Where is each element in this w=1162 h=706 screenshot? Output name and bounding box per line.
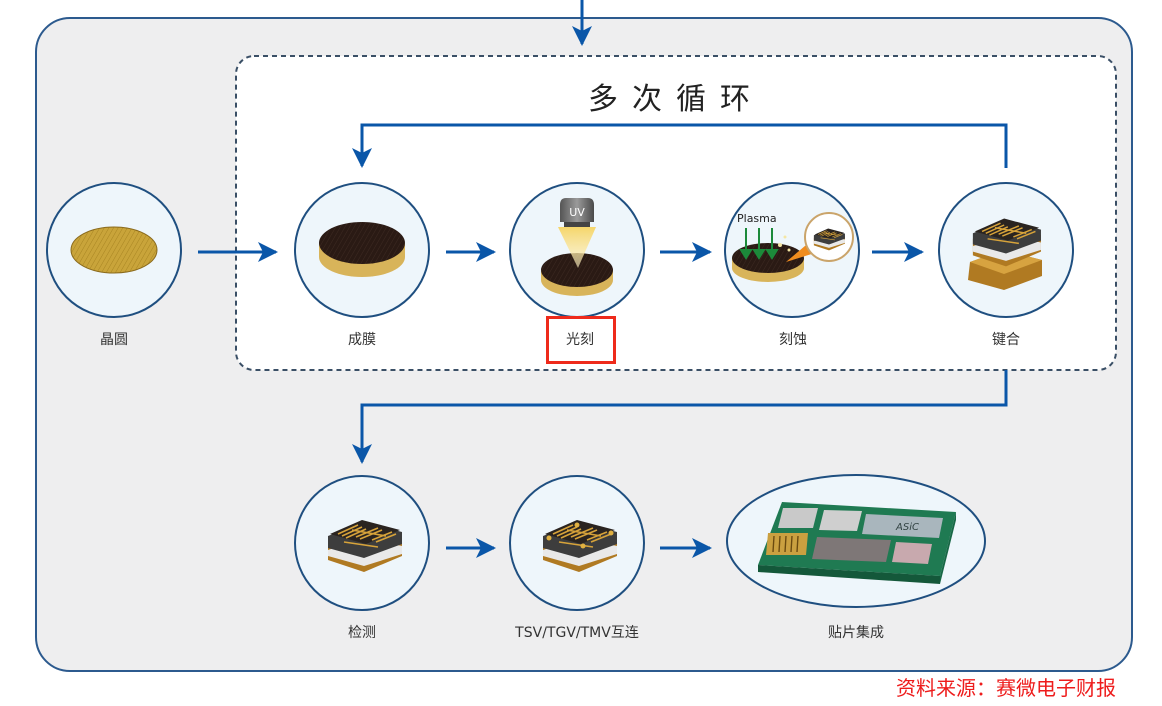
coated-wafer-icon <box>319 222 405 277</box>
step-inspect-node <box>294 475 430 611</box>
exit-arrow <box>352 370 1008 464</box>
repeat-cycle-frame <box>235 55 1117 371</box>
step-interconnect-node <box>509 475 645 611</box>
step-label-interconnect: TSV/TGV/TMV互连 <box>515 625 639 641</box>
uv-label: UV <box>569 206 585 219</box>
chip-with-vias-icon <box>542 519 618 573</box>
plasma-etch-icon <box>732 212 854 282</box>
step-integration-node: ASiC <box>726 474 986 608</box>
loop-back-arrow <box>352 123 1008 168</box>
asic-label: ASiC <box>895 522 919 533</box>
step-bond-node <box>938 182 1074 318</box>
step-label-integration: 贴片集成 <box>828 625 884 641</box>
step-etch-node <box>724 182 860 318</box>
cycle-title: 多次循环 <box>588 82 764 117</box>
pcb-board-icon: ASiC <box>758 502 956 584</box>
step-label-litho: 光刻 <box>566 332 594 348</box>
step-film-node <box>294 182 430 318</box>
step-litho-node <box>509 182 645 318</box>
step-label-etch: 刻蚀 <box>779 332 807 348</box>
plasma-label: Plasma <box>737 212 777 225</box>
bonded-chip-icon <box>968 217 1042 290</box>
uv-lithography-icon <box>541 198 613 296</box>
source-note: 资料来源：赛微电子财报 <box>896 676 1116 700</box>
step-label-bond: 键合 <box>992 332 1020 348</box>
step-label-film: 成膜 <box>348 332 376 348</box>
wafer-icon <box>70 226 158 274</box>
step-wafer-node <box>46 182 182 318</box>
step-label-wafer: 晶圆 <box>100 332 128 348</box>
highlight-box <box>546 316 616 364</box>
step-label-inspect: 检测 <box>348 625 376 641</box>
